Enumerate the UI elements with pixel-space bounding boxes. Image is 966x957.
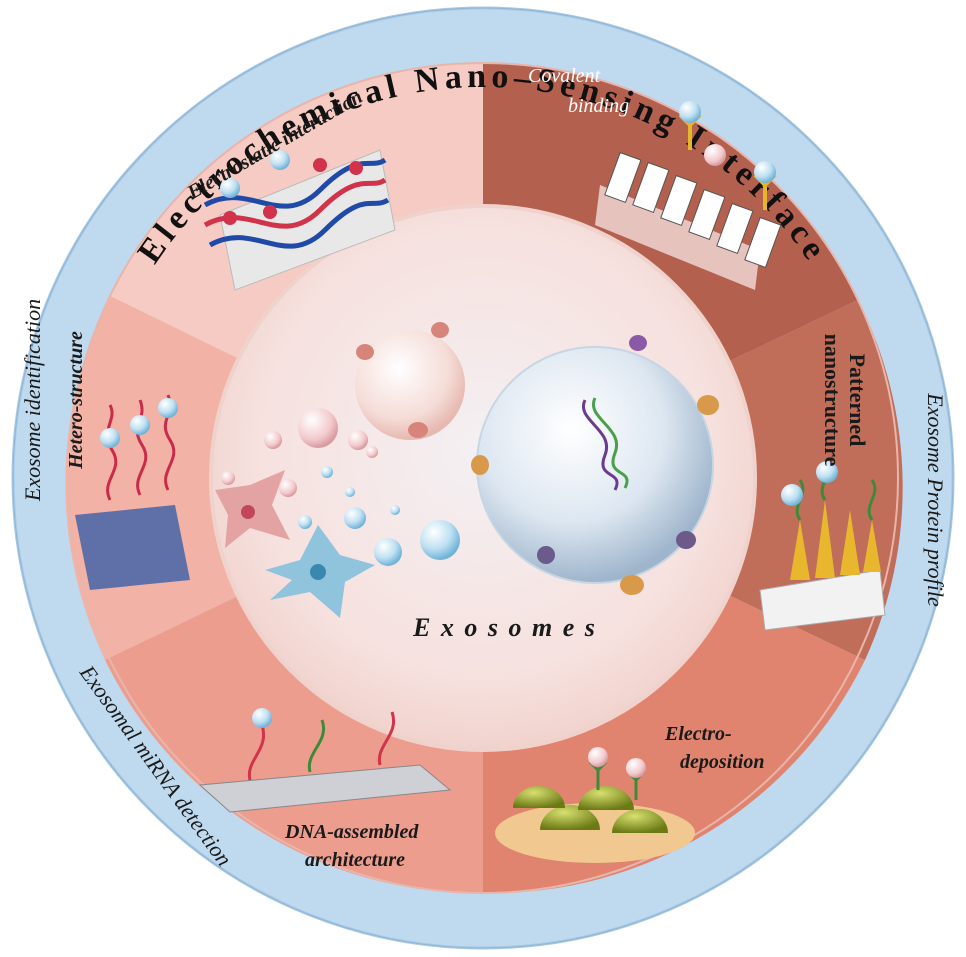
electrostatic-illustration xyxy=(203,149,396,291)
ring-left-label: Exosome identification xyxy=(20,299,45,502)
dna-label-2: architecture xyxy=(305,849,405,871)
dna-label-1: DNA-assembled xyxy=(284,821,419,843)
dna-illustration xyxy=(198,708,452,813)
covalent-illustration xyxy=(595,101,782,290)
center-title: E x o s o m e s xyxy=(412,613,597,642)
patterned-label-1: Patterned xyxy=(845,354,870,447)
patterned-label-2: nanostructure xyxy=(820,334,845,467)
electrodeposition-label-1: Electro- xyxy=(664,723,732,745)
electrodeposition-illustration xyxy=(495,747,695,863)
hetero-label: Hetero-structure xyxy=(65,331,87,470)
electrodeposition-label-2: deposition xyxy=(680,751,764,773)
covalent-label-2: binding xyxy=(568,95,629,117)
patterned-illustration xyxy=(759,459,886,631)
pink-exosome xyxy=(355,330,465,440)
large-exosome xyxy=(476,346,714,584)
ring-right-label: Exosome Protein profile xyxy=(923,392,948,607)
covalent-label-1: Covalent xyxy=(528,65,601,87)
hetero-illustration xyxy=(75,394,190,590)
exosome-illustration xyxy=(215,322,719,618)
